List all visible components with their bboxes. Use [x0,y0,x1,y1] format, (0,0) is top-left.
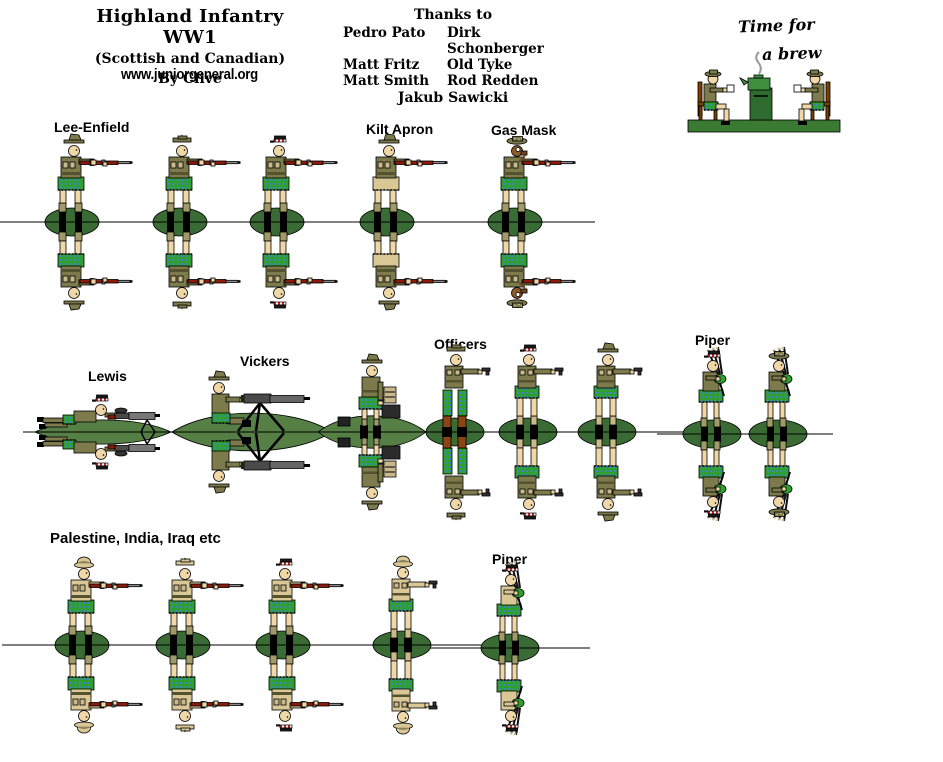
unit-label-kilt-apron: Kilt Apron [366,121,434,137]
unit-label-lee-enfield: Lee-Enfield [54,119,130,135]
lewis-gunner [23,394,183,470]
figure-back-mirrored [500,222,576,308]
two-soldiers-tea-break [687,51,841,133]
figure-front [388,555,438,645]
title-block: Highland Infantry WW1 (Scottish and Cana… [70,6,310,87]
credit-name: Jakub Sawicki [397,90,509,106]
figure-back-mirrored [165,222,241,310]
sheet-byline: By Clive [158,71,222,87]
figure-back-mirrored [496,648,525,736]
figure-front [268,558,344,645]
figure-front [165,134,241,222]
tropical-piper [430,560,590,736]
unit-label-gas-mask: Gas Mask [491,122,557,138]
figure-front [37,394,160,433]
credits-heading: Thanks to [413,7,493,23]
figure-back-mirrored [262,222,338,309]
credits-row: Matt Smith Rod Redden [343,73,563,89]
figure-front [514,344,564,432]
tropical-officer [322,555,482,735]
figure-back-mirrored [514,432,564,520]
unit-label-vickers: Vickers [240,353,290,369]
figure-back-mirrored [764,434,793,522]
figure-back-mirrored [388,645,438,735]
gas-mask-rifleman [435,136,595,308]
credits-block: Thanks to Pedro Pato Dirk Schonberger Ma… [343,7,563,106]
tropical-rifleman-2 [103,557,263,733]
website-url: www.juniorgeneral.org [121,66,258,83]
figure-front [496,560,525,648]
figure-back-mirrored [442,432,491,521]
lee-enfield-rifleman-2 [100,134,260,310]
piper-glengarry [657,346,767,522]
figure-front [593,342,643,432]
credits-row: Pedro Pato Dirk Schonberger [343,25,563,57]
brew-caption-line1: Time for [737,14,815,37]
credits-row: Matt Fritz Old Tyke [343,57,563,73]
ammo-carrier [292,353,452,511]
unit-label-lewis: Lewis [88,368,127,384]
figure-front [764,346,793,434]
figure-front [208,370,310,432]
figure-back-mirrored [168,645,244,733]
unit-label-piper: Piper [492,551,528,567]
lee-enfield-rifleman-1 [0,133,152,311]
piper-helmet [723,346,833,522]
unit-label-piper: Piper [695,332,731,348]
figure-front [372,133,448,222]
figure-front [442,343,491,432]
sheet-title: Highland Infantry WW1 [96,6,284,48]
figure-back-mirrored [67,645,143,734]
figure-front [698,346,727,434]
lee-enfield-rifleman-3 [197,135,357,309]
figure-back-mirrored [208,432,310,494]
seated-soldier-left [697,69,735,125]
vickers-gunner [171,370,456,494]
figure-back-mirrored [37,431,160,470]
figure-front [337,353,401,432]
credit-name: Dirk Schonberger [447,25,544,57]
credit-name: Pedro Pato [343,25,426,41]
figure-front [168,557,244,645]
tropical-rifleman-3 [203,558,363,732]
figure-back-mirrored [268,645,344,732]
credit-name: Matt Smith [343,73,430,89]
figure-back-mirrored [57,222,133,311]
credit-name: Matt Fritz [343,57,420,73]
figure-front [262,135,338,222]
figure-front [57,133,133,222]
credit-name: Rod Redden [447,73,539,89]
figure-back-mirrored [337,432,401,511]
figure-back-mirrored [698,434,727,522]
figure-back-mirrored [593,432,643,522]
figure-back-mirrored [372,222,448,311]
tropical-rifleman-1 [2,556,162,734]
credit-name: Old Tyke [447,57,513,73]
figure-front [500,136,576,222]
seated-soldier-right [793,69,831,125]
sheet-subtitle: (Scottish and Canadian) [94,51,286,67]
officer-kilt-slouch [527,342,687,522]
unit-label-palestine-india-iraq-etc: Palestine, India, Iraq etc [50,530,221,547]
kilt-apron-rifleman [307,133,467,311]
figure-front [67,556,143,645]
